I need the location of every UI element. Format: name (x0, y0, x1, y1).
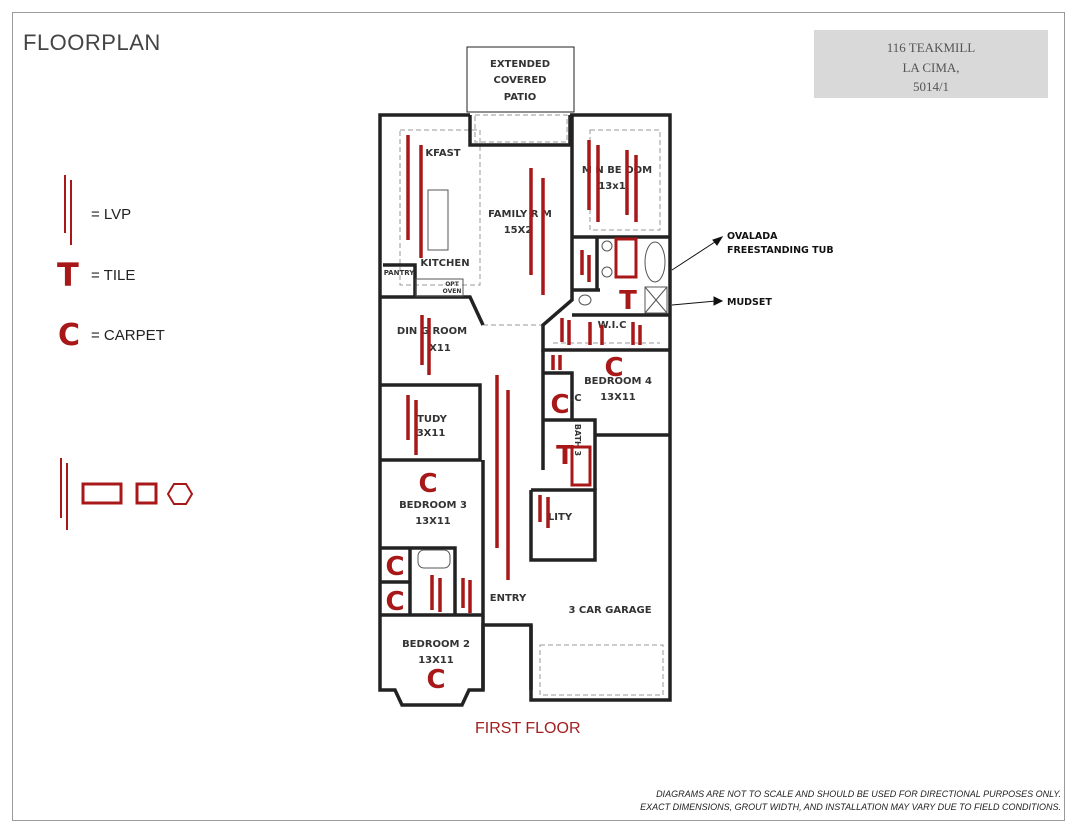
room-bedroom4: BEDROOM 4 (584, 376, 652, 387)
address-line-1: 116 TEAKMILL (886, 40, 976, 55)
room-bedroom3-dim: 13X11 (415, 516, 451, 527)
patio-line-2: COVERED (494, 75, 547, 86)
room-master-dim: 13x1 (598, 181, 625, 192)
tile-rect-marks (570, 237, 638, 487)
tile-rect (570, 445, 592, 487)
walls (378, 113, 672, 707)
room-bedroom2-dim: 13X11 (418, 655, 454, 666)
carpet-mark-closet2: C (385, 587, 404, 617)
carpet-legend-label: = CARPET (91, 327, 165, 344)
carpet-mark-bedroom2: C (426, 665, 445, 695)
tub-callout-line-1: OVALADA (727, 231, 778, 242)
room-kitchen: KITCHEN (420, 258, 469, 269)
room-bedroom2: BEDROOM 2 (402, 639, 470, 650)
room-master: M N BE OOM (582, 165, 652, 176)
room-study: TUDY (417, 414, 448, 425)
tile-legend-symbol: T (57, 256, 79, 294)
square-tile-icon (135, 482, 158, 505)
room-pantry: PANTRY (384, 269, 416, 277)
legend-graphics (60, 175, 194, 530)
disclaimer: DIAGRAMS ARE NOT TO SCALE AND SHOULD BE … (640, 788, 1061, 814)
room-wic: W.I.C (598, 320, 627, 331)
room-bedroom3: BEDROOM 3 (399, 500, 467, 511)
address-line-2: LA CIMA, (902, 59, 960, 75)
tile-mark-bath3: T (556, 441, 574, 471)
patio-label-box (466, 46, 575, 113)
lvp-marks (406, 135, 642, 613)
disclaimer-line-2: EXACT DIMENSIONS, GROUT WIDTH, AND INSTA… (640, 802, 1061, 812)
room-breakfast: KFAST (425, 148, 460, 159)
carpet-mark-closet3: C (385, 552, 404, 582)
tile-rect (614, 237, 638, 279)
hexagon-tile-icon (166, 483, 194, 505)
carpet-mark-closet4: C (550, 390, 569, 420)
patio-line-3: PATIO (504, 92, 536, 103)
patio-line-1: EXTENDED (490, 59, 550, 70)
room-entry: ENTRY (490, 593, 527, 604)
room-family-dim: 15X2 (504, 225, 533, 236)
room-utility: LITY (548, 512, 573, 523)
mudset-callout: MUDSET (727, 297, 772, 308)
address-box: 116 TEAKMILL LA CIMA, 5014/1 (814, 30, 1048, 98)
lvp-legend-label: = LVP (91, 206, 132, 223)
room-bedroom4-dim: 13X11 (600, 392, 636, 403)
page-frame (12, 12, 1065, 821)
vertical-lines-icon (60, 458, 68, 530)
dashed-guides (399, 114, 664, 696)
room-wic4: .C (570, 393, 581, 404)
room-family: FAMILY R M (488, 209, 552, 220)
lvp-legend-icon (64, 175, 72, 245)
room-study-dim: 3X11 (417, 428, 446, 439)
tile-legend-label: = TILE (91, 267, 136, 284)
rectangle-tile-icon (81, 482, 123, 505)
fixtures (415, 189, 668, 569)
opt-oven-line-2: OVEN (443, 288, 462, 295)
callout-arrows (671, 236, 724, 306)
address-line-3: 5014/1 (912, 79, 950, 94)
opt-oven-line-1: OPT (445, 281, 459, 288)
page-title: FLOORPLAN (23, 30, 161, 55)
room-bath3: BATH 3 (573, 424, 582, 456)
floor-label: FIRST FLOOR (475, 720, 581, 737)
carpet-legend-symbol: C (58, 318, 81, 353)
room-dining: DIN G ROOM (397, 326, 467, 337)
disclaimer-line-1: DIAGRAMS ARE NOT TO SCALE AND SHOULD BE … (656, 789, 1061, 799)
carpet-mark-bedroom3: C (418, 469, 437, 499)
room-dining-dim: X11 (429, 343, 451, 354)
tile-mark-master-bath: T (619, 286, 637, 316)
tub-callout-line-2: FREESTANDING TUB (727, 245, 834, 256)
room-garage: 3 CAR GARAGE (568, 605, 651, 616)
carpet-mark-bedroom4: C (604, 353, 623, 383)
